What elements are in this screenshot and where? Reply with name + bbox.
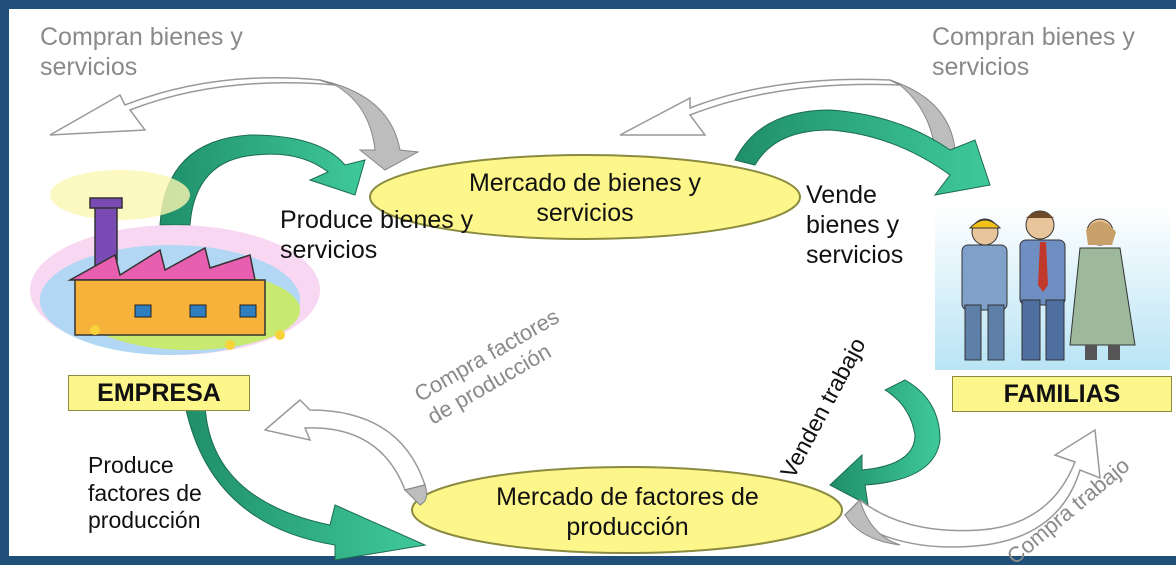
arrow-compra-trabajo [843, 428, 1101, 548]
mercado-factores-ellipse [411, 466, 843, 554]
label-compran-right: Compran bienes y servicios [932, 23, 1135, 81]
arrow-venden-trabajo [829, 379, 941, 506]
arrow-produce-bienes [159, 134, 366, 226]
label-mercado-factores: Mercado de factores de producción [496, 483, 759, 541]
arrow-produce-factores [184, 404, 427, 561]
label-vende-bienes: Vende bienes y servicios [806, 181, 904, 269]
label-mercado-bienes: Mercado de bienes y servicios [468, 169, 702, 227]
mercado-bienes-ellipse [369, 154, 801, 240]
arrow-compra-factores [263, 398, 428, 506]
label-familias: FAMILIAS [952, 376, 1172, 412]
label-empresa: EMPRESA [68, 375, 250, 411]
label-compran-left: Compran bienes y servicios [40, 23, 243, 81]
arrow-vende-bienes [734, 109, 991, 196]
label-produce-bienes: Produce bienes y servicios [280, 206, 474, 264]
label-produce-factores: Produce factores de producción [88, 452, 202, 534]
arrow-compran-left [49, 77, 420, 171]
workers-clipart [935, 205, 1170, 370]
factory-clipart [30, 170, 320, 355]
